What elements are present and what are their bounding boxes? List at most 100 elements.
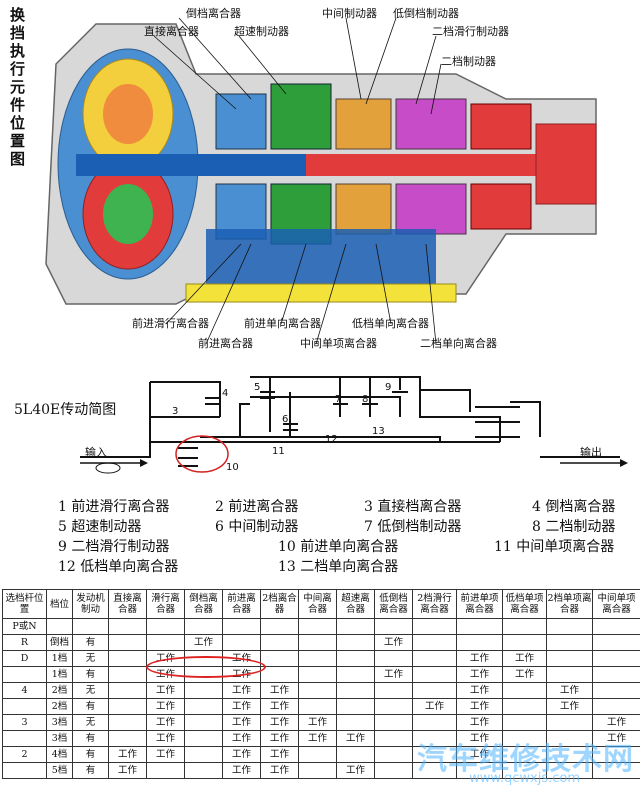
table-row: 1档有工作工作工作工作工作 bbox=[2, 666, 640, 683]
table-cell bbox=[592, 698, 640, 715]
table-cell bbox=[298, 666, 337, 683]
watermark-text: 汽车维修技术网 bbox=[417, 742, 634, 777]
table-cell bbox=[146, 618, 185, 635]
table-cell: 工作 bbox=[108, 746, 147, 763]
legend-item: 11 中间单项离合器 bbox=[494, 539, 615, 555]
table-header-cell: 发动机制动 bbox=[72, 589, 109, 619]
table-header-cell: 低档单项离合器 bbox=[502, 589, 547, 619]
table-header-cell: 2档单项离合器 bbox=[546, 589, 593, 619]
table-cell: 有 bbox=[72, 666, 109, 683]
table-cell: 倒档 bbox=[46, 634, 73, 651]
table-cell bbox=[412, 618, 457, 635]
transmission-cutaway-illustration bbox=[45, 17, 597, 345]
table-cell: 工作 bbox=[456, 666, 503, 683]
table-cell bbox=[336, 650, 375, 667]
table-cell: 工作 bbox=[298, 730, 337, 747]
table-cell: 工作 bbox=[456, 698, 503, 715]
table-cell: 工作 bbox=[298, 714, 337, 731]
table-header-cell: 中间离合器 bbox=[298, 589, 337, 619]
callout-overdrive-brake: 超速制动器 bbox=[234, 25, 289, 38]
table-cell bbox=[546, 714, 593, 731]
table-cell: 工作 bbox=[546, 682, 593, 699]
table-cell bbox=[412, 634, 457, 651]
table-cell bbox=[374, 730, 413, 747]
highlight-ellipse bbox=[146, 656, 266, 678]
legend-item: 9 二档滑行制动器 bbox=[58, 539, 170, 555]
table-header-cell: 滑行离合器 bbox=[146, 589, 185, 619]
table-cell: 有 bbox=[72, 746, 109, 763]
schematic-num-3: 3 bbox=[172, 406, 178, 417]
table-row: P或N bbox=[2, 618, 640, 635]
table-cell bbox=[108, 650, 147, 667]
table-cell: R bbox=[2, 634, 47, 651]
table-cell bbox=[146, 762, 185, 779]
table-cell: 工作 bbox=[456, 650, 503, 667]
table-cell: 1档 bbox=[46, 666, 73, 683]
table-cell bbox=[260, 650, 299, 667]
table-cell bbox=[2, 698, 47, 715]
table-cell bbox=[336, 666, 375, 683]
legend-item: 5 超速制动器 bbox=[58, 519, 142, 535]
table-cell: 5档 bbox=[46, 762, 73, 779]
table-cell bbox=[374, 682, 413, 699]
table-cell bbox=[184, 762, 223, 779]
table-cell bbox=[298, 682, 337, 699]
table-cell: 工作 bbox=[222, 682, 261, 699]
table-cell bbox=[298, 650, 337, 667]
schematic-num-11: 11 bbox=[272, 446, 285, 457]
table-cell: 工作 bbox=[146, 746, 185, 763]
table-cell: 有 bbox=[72, 762, 109, 779]
table-header-cell: 超速离合器 bbox=[336, 589, 375, 619]
table-cell: 4档 bbox=[46, 746, 73, 763]
table-header-cell: 前进离合器 bbox=[222, 589, 261, 619]
table-cell: 3档 bbox=[46, 730, 73, 747]
table-cell: 3 bbox=[2, 714, 47, 731]
callout-second-brake: 二档制动器 bbox=[441, 55, 496, 68]
table-cell: 3档 bbox=[46, 714, 73, 731]
table-cell: 工作 bbox=[260, 762, 299, 779]
table-cell: 工作 bbox=[222, 746, 261, 763]
table-cell: 工作 bbox=[592, 714, 640, 731]
input-label: 输入 bbox=[85, 445, 107, 459]
table-cell bbox=[546, 650, 593, 667]
table-cell bbox=[412, 714, 457, 731]
table-cell bbox=[374, 746, 413, 763]
table-cell: 工作 bbox=[456, 714, 503, 731]
schematic-num-8: 8 bbox=[362, 394, 368, 405]
callout-intermediate-brake: 中间制动器 bbox=[322, 7, 377, 20]
table-header-cell: 2档滑行离合器 bbox=[412, 589, 457, 619]
table-cell bbox=[146, 634, 185, 651]
table-cell bbox=[412, 650, 457, 667]
table-cell: 工作 bbox=[260, 746, 299, 763]
table-row: 3档有工作工作工作工作工作工作工作 bbox=[2, 730, 640, 747]
callout-reverse-clutch: 倒档离合器 bbox=[186, 7, 241, 20]
legend-item: 13 二档单向离合器 bbox=[278, 559, 399, 575]
table-header-cell: 低倒档离合器 bbox=[374, 589, 413, 619]
schematic-num-4: 4 bbox=[222, 388, 228, 399]
schematic-num-9: 9 bbox=[385, 382, 391, 393]
table-cell bbox=[456, 634, 503, 651]
table-cell bbox=[46, 618, 73, 635]
watermark-url: www.qcwxjs.com bbox=[469, 771, 580, 786]
callout-low-sprag: 低档单向离合器 bbox=[352, 317, 429, 330]
table-cell bbox=[456, 618, 503, 635]
table-cell bbox=[592, 650, 640, 667]
table-cell bbox=[108, 634, 147, 651]
table-cell: 工作 bbox=[146, 682, 185, 699]
callout-intermediate-sprag: 中间单项离合器 bbox=[300, 337, 377, 350]
table-header-cell: 前进单项离合器 bbox=[456, 589, 503, 619]
legend-item: 4 倒档离合器 bbox=[532, 499, 616, 515]
table-row: 5档有工作工作工作工作 bbox=[2, 762, 640, 779]
table-header-cell: 2档离合器 bbox=[260, 589, 299, 619]
table-cell bbox=[108, 698, 147, 715]
table-cell bbox=[298, 698, 337, 715]
table-cell bbox=[108, 666, 147, 683]
table-cell: 4 bbox=[2, 682, 47, 699]
table-cell bbox=[592, 618, 640, 635]
table-cell bbox=[2, 666, 47, 683]
callout-low-reverse-brake: 低倒档制动器 bbox=[393, 7, 459, 20]
callout-forward-coast-clutch: 前进滑行离合器 bbox=[132, 317, 209, 330]
